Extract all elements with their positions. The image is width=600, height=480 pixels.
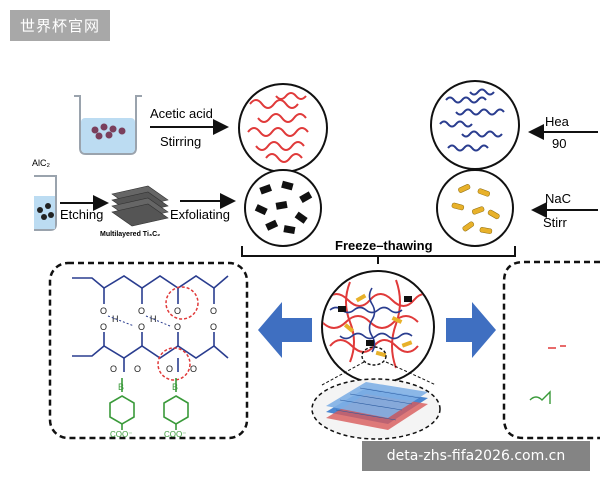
atom-o-1: O [100,306,107,316]
label-acetic-acid: Acetic acid [150,106,213,121]
watermark-top-left: 世界杯官网 [10,10,111,41]
circle-nanosheets [244,169,322,247]
label-ninety: 90 [552,136,566,151]
label-nac: NaC [545,191,571,206]
freeze-thawing-bracket [241,246,516,264]
beaker-top [74,95,142,155]
crystal-lattice-zoom [311,361,441,440]
watermark-bottom-right: deta-zhs-fifa2026.com.cn [362,441,590,471]
label-exfoliating: Exfoliating [170,207,230,222]
atom-o-11: O [166,364,173,374]
circle-particles [436,169,514,247]
atom-o-7: O [174,322,181,332]
label-freeze-thawing: Freeze–thawing [335,238,433,253]
atom-o-8: O [210,322,217,332]
beaker-top-particles [91,123,126,140]
atom-o-9: O [110,364,117,374]
label-multilayered: Multilayered Ti₃C₂ [100,231,160,238]
atom-h-1: H [112,314,119,324]
panel-chemical-structure: O O O O H H O O O O O O O O B [48,261,249,440]
multilayer-stack [111,185,169,227]
atom-b-2: B [172,382,178,392]
label-hea: Hea [545,114,570,129]
atom-o-10: O [134,364,141,374]
blue-arrow-left [258,302,312,358]
label-coo-left: COO⁻ [110,430,132,439]
atom-o-6: O [138,322,145,332]
label-alc2: AlC₂ [32,158,51,168]
atom-b-1: B [118,382,124,392]
label-etching: Etching [60,207,103,222]
circle-navy-chains [430,80,520,170]
blue-arrow-right [446,302,496,358]
atom-o-4: O [210,306,217,316]
atom-o-5: O [100,322,107,332]
label-stirr: Stirr [543,215,568,230]
label-stirring: Stirring [160,134,201,149]
atom-o-2: O [138,306,145,316]
circle-composite-network [321,270,435,384]
label-coo-right: COO⁻ [164,430,186,439]
atom-o-3: O [174,306,181,316]
circle-polymer-chains [238,83,328,173]
atom-o-12: O [190,364,197,374]
atom-h-2: H [150,314,157,324]
beaker-middle [34,175,57,231]
panel-right-cropped [502,260,600,440]
